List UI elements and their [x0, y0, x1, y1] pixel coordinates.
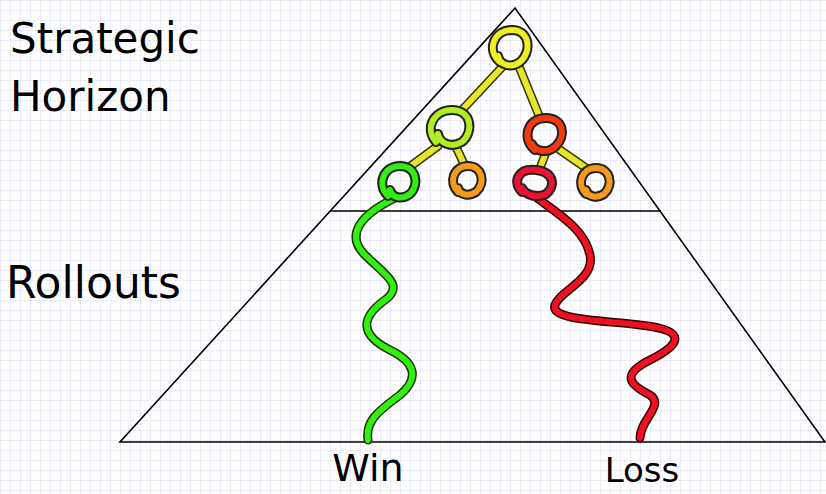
outcome-label: Win — [298, 446, 438, 490]
search-triangle — [120, 8, 825, 442]
tree-nodes — [382, 30, 609, 197]
tree-branches — [408, 64, 586, 168]
region-title: Strategic Horizon — [10, 10, 270, 126]
outcome-label: Loss — [572, 450, 712, 490]
region-title: Rollouts — [6, 256, 246, 310]
rollout-squiggles — [356, 198, 675, 440]
